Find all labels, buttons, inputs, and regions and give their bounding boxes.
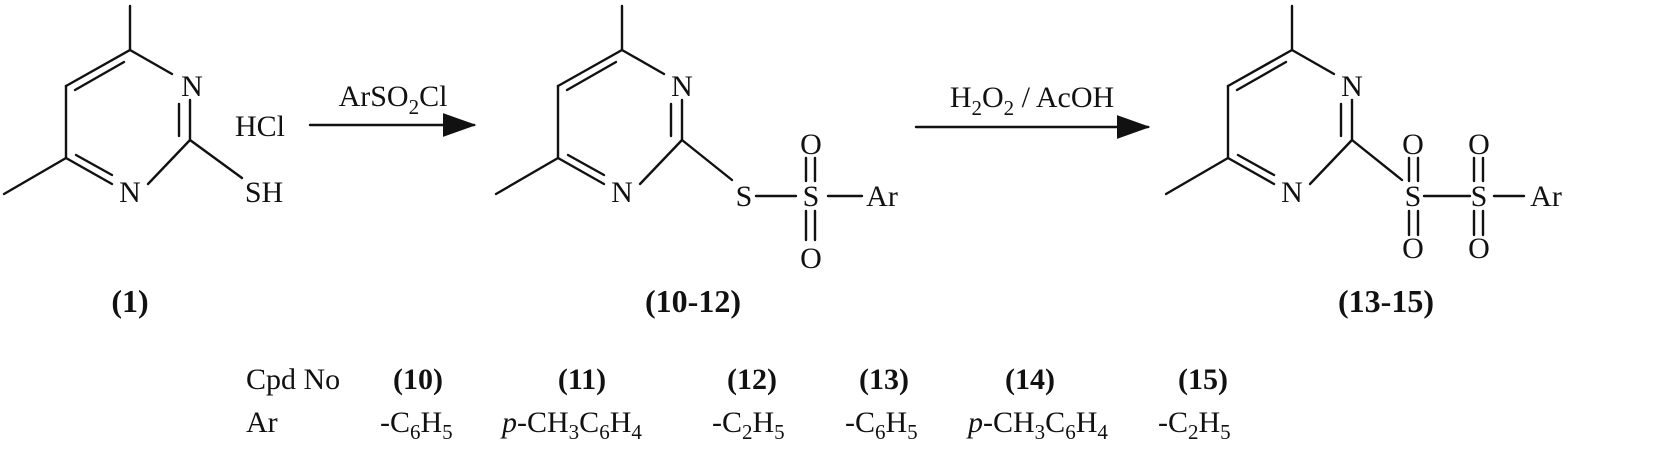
cpd-10: (10)	[393, 363, 443, 396]
compound-label-10-12: (10-12)	[645, 283, 741, 319]
ar-13: -C6H5	[845, 406, 918, 444]
cpd-13: (13)	[859, 363, 909, 396]
reaction-arrow-2: H2O2 / AcOH	[914, 81, 1151, 139]
atom-o-top: O	[800, 128, 822, 161]
atom-sh: SH	[245, 176, 283, 209]
row-label-ar: Ar	[246, 406, 278, 439]
atom-s-2: S	[1471, 180, 1488, 213]
ar-10: -C6H5	[380, 406, 453, 444]
atom-s-1: S	[1405, 180, 1422, 213]
atom-o-1-bottom: O	[1402, 232, 1424, 265]
cpd-11: (11)	[558, 363, 606, 396]
atom-n-bottom: N	[119, 176, 141, 209]
substituent-table: Cpd No Ar (10) (11) (12) (13) (14) (15) …	[246, 363, 1231, 444]
atom-ar: Ar	[866, 180, 898, 213]
ar-12: -C2H5	[712, 406, 785, 444]
atom-n-bottom: N	[611, 176, 633, 209]
atom-n-bottom: N	[1281, 176, 1303, 209]
atom-n-top: N	[671, 70, 693, 103]
ar-11: p-CH3C6H4	[500, 406, 642, 444]
row-label-cpd-no: Cpd No	[246, 363, 340, 396]
reagent-h2o2-acoh: H2O2 / AcOH	[950, 81, 1114, 120]
atom-o-bottom: O	[800, 242, 822, 275]
hcl-label: HCl	[235, 110, 285, 143]
atom-ar: Ar	[1530, 180, 1562, 213]
ar-15: -C2H5	[1158, 406, 1231, 444]
reaction-arrow-1: ArSO2Cl	[308, 80, 477, 137]
disulfone-structure: N N S S O O O O Ar (13-15)	[1164, 4, 1562, 319]
reagent-arso2cl: ArSO2Cl	[339, 80, 448, 119]
compound-label-1: (1)	[111, 283, 148, 319]
cpd-15: (15)	[1178, 363, 1228, 396]
compound-label-13-15: (13-15)	[1338, 283, 1434, 319]
atom-s-sulfonyl: S	[803, 180, 820, 213]
atom-o-2-top: O	[1468, 128, 1490, 161]
atom-o-1-top: O	[1402, 128, 1424, 161]
cpd-12: (12)	[727, 363, 777, 396]
atom-o-2-bottom: O	[1468, 232, 1490, 265]
atom-n-top: N	[1341, 70, 1363, 103]
ar-14: p-CH3C6H4	[966, 406, 1108, 444]
thiosulfonate-structure: N N S S O O Ar (10-12)	[494, 4, 898, 319]
atom-s-thio: S	[736, 180, 753, 213]
cpd-14: (14)	[1005, 363, 1055, 396]
atom-n-top: N	[181, 70, 203, 103]
pyrimidine-thiol-structure: N N SH HCl (1)	[2, 4, 285, 319]
